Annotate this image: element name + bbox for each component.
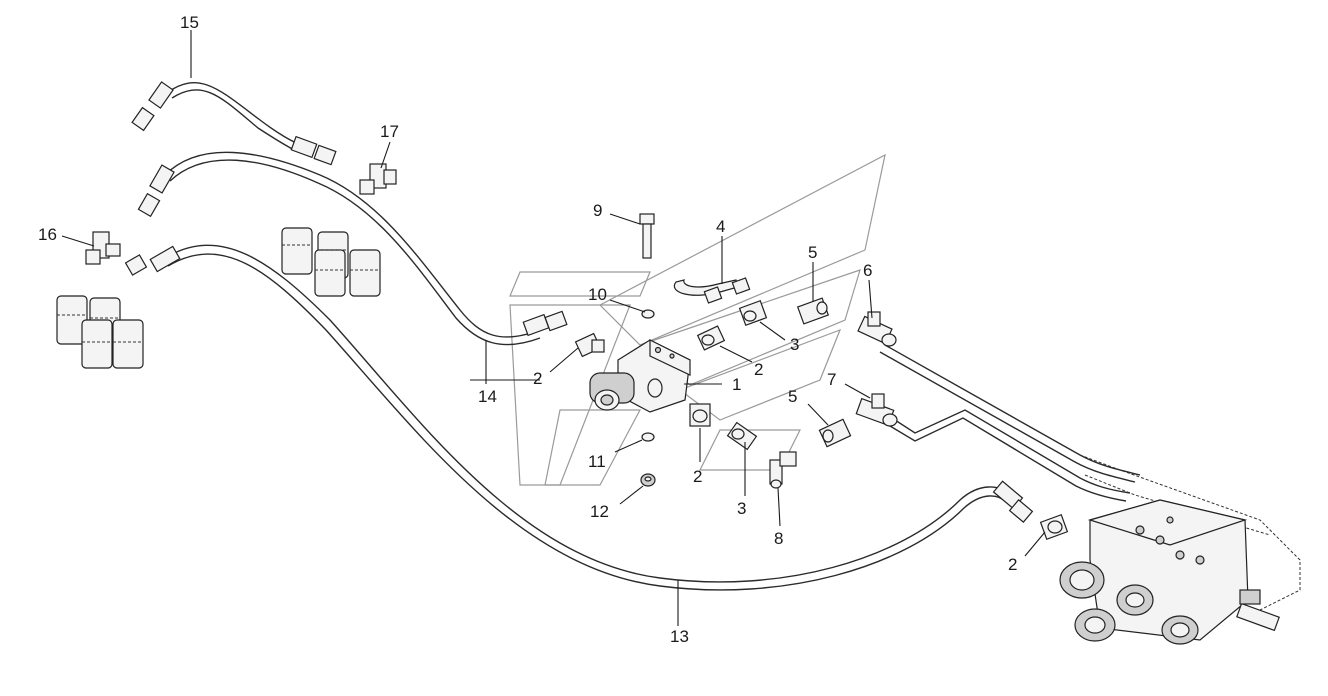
control-valve-bank (1059, 454, 1301, 645)
tee-fitting-16 (85, 231, 121, 265)
tee-fitting-7 (855, 393, 898, 427)
nut-12 (640, 473, 656, 487)
callout-7: 7 (827, 370, 836, 389)
callout-2-right: 2 (1008, 555, 1017, 574)
hose-14-end-fittings (137, 164, 568, 337)
adapter-fitting-2-lower (689, 403, 711, 427)
callout-2-left: 2 (533, 369, 542, 388)
hose-15-end-fittings (131, 81, 337, 166)
callout-9: 9 (593, 201, 602, 220)
callout-5-upper: 5 (808, 243, 817, 262)
callout-labels: 15 17 16 9 4 5 6 10 2 3 2 1 7 5 14 11 2 … (38, 13, 1017, 646)
washer-11 (641, 432, 655, 442)
callout-14: 14 (478, 387, 497, 406)
bolt-9 (639, 213, 655, 259)
callout-12: 12 (590, 502, 609, 521)
tube-fitting-4 (673, 277, 751, 304)
callout-17: 17 (380, 122, 399, 141)
hose-13-end-fittings (124, 245, 1034, 523)
callout-2-mid: 2 (754, 360, 763, 379)
coupler-group-lower (56, 295, 144, 369)
callout-3-upper: 3 (790, 335, 799, 354)
hose-15 (167, 82, 301, 153)
callout-6: 6 (863, 261, 872, 280)
callout-5-lower: 5 (788, 387, 797, 406)
hose-13 (164, 244, 1011, 591)
callout-13: 13 (670, 627, 689, 646)
hose-to-valve-upper (879, 344, 1141, 483)
hose-14 (164, 151, 541, 346)
adapter-fitting-2-right (1039, 514, 1069, 540)
callout-8: 8 (774, 529, 783, 548)
callout-1: 1 (732, 375, 741, 394)
tee-fitting-17 (359, 163, 397, 195)
solenoid-valve-1 (589, 339, 691, 413)
callout-3-lower: 3 (737, 499, 746, 518)
callout-15: 15 (180, 13, 199, 32)
fitting-8 (769, 451, 797, 489)
straight-fitting-5-lower (818, 418, 852, 448)
callout-4: 4 (716, 217, 725, 236)
hose-to-valve-lower (889, 409, 1131, 502)
elbow-fitting-3-lower (726, 421, 758, 451)
straight-fitting-5-upper (796, 297, 830, 325)
leader-lines (61, 30, 1046, 626)
adapter-fitting-2-left (574, 332, 605, 358)
tee-fitting-6 (857, 311, 897, 347)
adapter-fitting-2-mid (696, 325, 726, 351)
coupler-group-upper (281, 227, 381, 297)
elbow-fitting-3-upper (738, 300, 768, 326)
callout-10: 10 (588, 285, 607, 304)
callout-2-lower: 2 (693, 467, 702, 486)
callout-11: 11 (588, 452, 606, 471)
callout-16: 16 (38, 225, 57, 244)
